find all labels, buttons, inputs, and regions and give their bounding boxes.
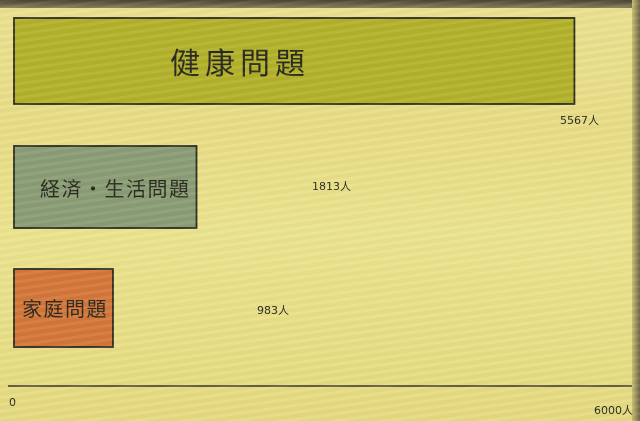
bar-3	[13, 268, 114, 348]
bar-2-category-label: 経済・生活問題	[40, 177, 191, 201]
frame-edge-right	[632, 0, 640, 421]
bar-3-value-label: 983人	[257, 304, 289, 317]
bar-2-value-label: 1813人	[312, 180, 351, 193]
frame-edge-top	[0, 0, 640, 8]
bar-1-value-label: 5567人	[560, 114, 599, 127]
bar-3-category-label: 家庭問題	[22, 297, 108, 321]
bar-1-category-label: 健康問題	[170, 47, 310, 82]
x-tick-label-min: 0	[9, 396, 16, 409]
bar-1	[13, 17, 576, 105]
bar-2	[13, 145, 198, 229]
x-tick-label-max: 6000人	[594, 404, 633, 417]
